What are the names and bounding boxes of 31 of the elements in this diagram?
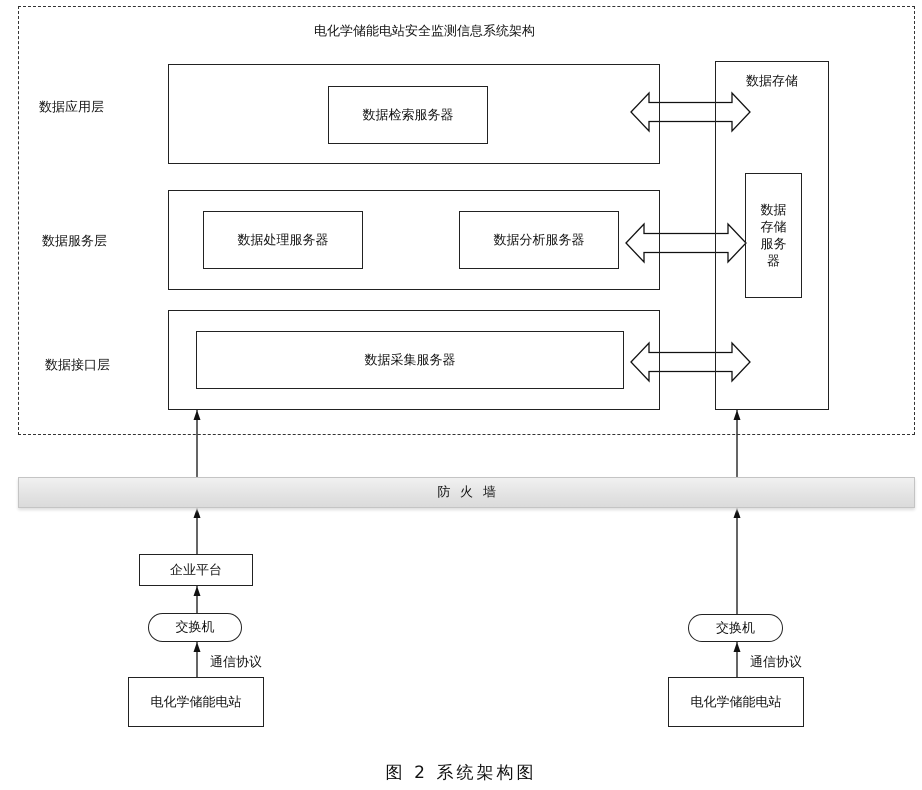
arrow (734, 642, 740, 677)
process-box: 企业平台 (139, 554, 253, 586)
firewall-band: 防火墙 (18, 477, 915, 508)
caption: 图 2 系统架构图 (386, 762, 536, 784)
storage-box (715, 61, 829, 410)
arrow (194, 642, 200, 677)
arrow (734, 410, 740, 477)
server-box: 数据采集服务器 (196, 331, 624, 389)
edge-label: 通信协议 (209, 654, 263, 670)
server-box: 数据检索服务器 (328, 86, 488, 144)
system-frame (18, 6, 915, 435)
server-box: 数据分析服务器 (459, 211, 619, 269)
layer-label: 数据接口层 (45, 356, 110, 374)
arrow (194, 508, 200, 554)
station-box: 电化学储能电站 (128, 677, 264, 727)
server-box: 数据存储服务器 (745, 173, 802, 298)
station-box: 电化学储能电站 (668, 677, 804, 727)
frame-title: 电化学储能电站安全监测信息系统架构 (314, 23, 535, 40)
arrow (734, 508, 740, 614)
edge-label: 通信协议 (749, 654, 803, 670)
arrow (194, 586, 200, 613)
double-arrow (630, 91, 751, 133)
server-box: 数据处理服务器 (203, 211, 363, 269)
arrow (194, 410, 200, 477)
rounded-box: 交换机 (688, 614, 783, 642)
layer-label: 数据服务层 (42, 232, 107, 250)
double-arrow (625, 222, 747, 264)
box-title: 数据存储 (746, 73, 798, 90)
layer-label: 数据应用层 (39, 98, 104, 116)
rounded-box: 交换机 (148, 613, 242, 642)
double-arrow (630, 341, 751, 383)
